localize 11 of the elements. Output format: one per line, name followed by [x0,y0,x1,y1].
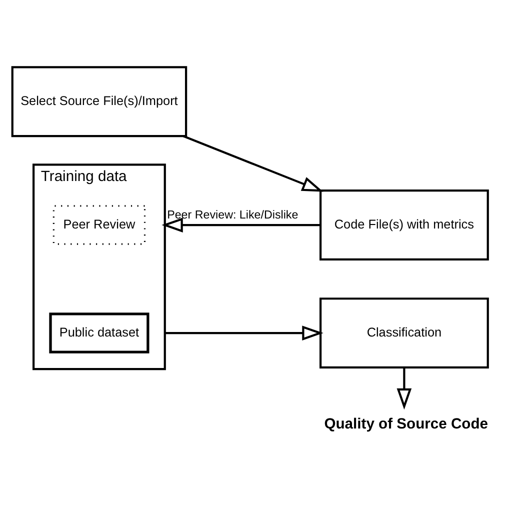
arrow [182,134,324,192]
edge-label: Peer Review: Like/Dislike [167,208,298,221]
node-box: Peer Review [52,204,146,244]
arrow [162,217,320,232]
node-box: Code File(s) with metrics [319,189,489,260]
node-box: Select Source File(s)/Import [11,66,188,137]
node-text: Quality of Source Code [324,416,488,432]
arrow [396,367,412,410]
node-box: Classification [319,297,489,368]
node-box: Public dataset [49,312,150,353]
arrow [164,325,324,340]
